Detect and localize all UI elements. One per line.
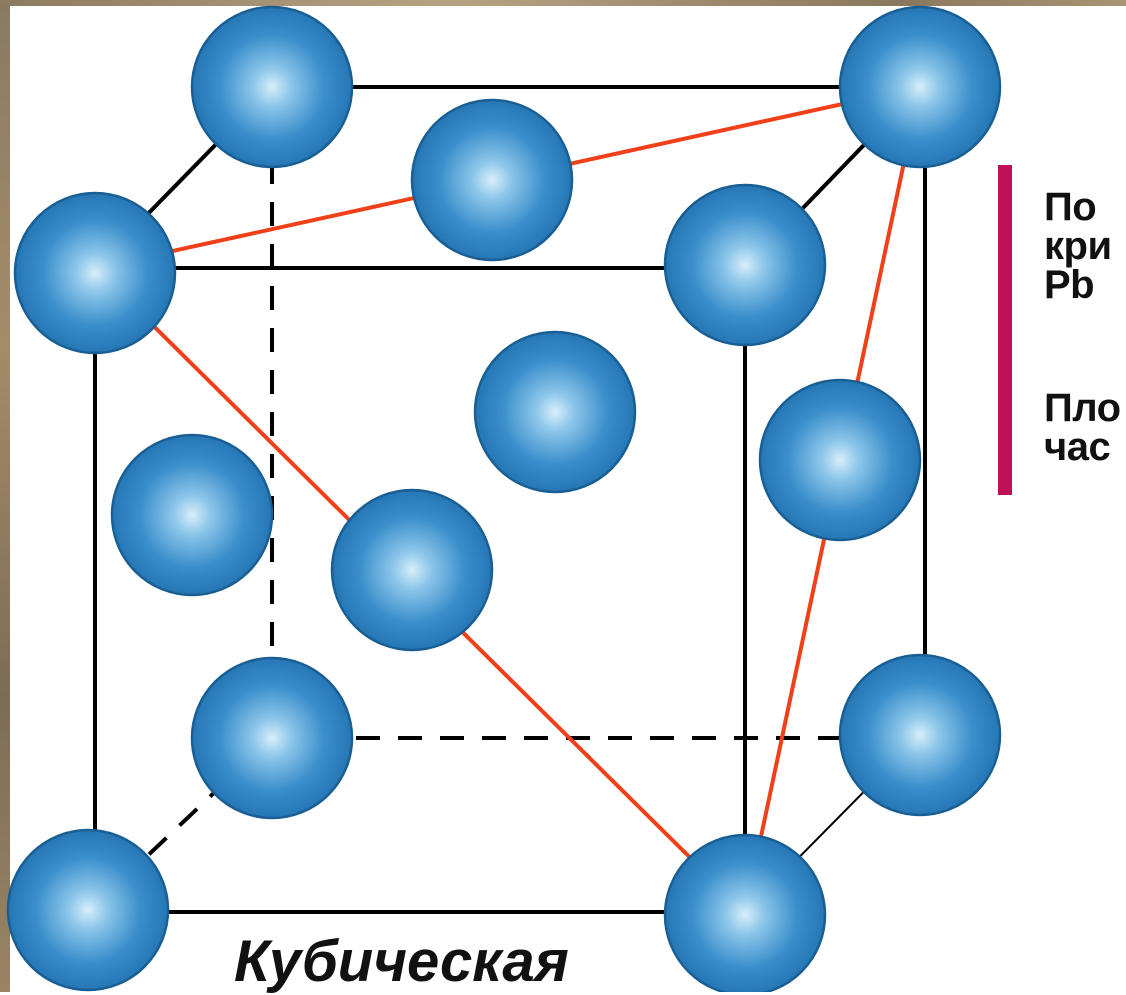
diagram-caption: Кубическая — [234, 929, 569, 994]
atom-corner-front-bottom-right — [663, 833, 827, 992]
atom-face-front-center — [330, 488, 494, 652]
atom-corner-back-top-left — [190, 5, 354, 169]
atom-face-back-center — [473, 330, 637, 494]
atoms — [6, 5, 1002, 992]
atom-corner-front-top-left — [13, 191, 177, 355]
cube-solid-edges — [88, 85, 927, 914]
background-strip-top — [0, 0, 1126, 6]
atom-corner-front-top-right — [663, 183, 827, 347]
atom-corner-back-top-right — [838, 5, 1002, 169]
side-text-block-2: Пло час — [1044, 386, 1121, 469]
side-text-block-1: По кри Pb — [1044, 185, 1112, 307]
atom-corner-back-bottom-left — [190, 656, 354, 820]
atom-face-left-center — [110, 433, 274, 597]
atom-corner-front-bottom-left — [6, 828, 170, 992]
atom-face-right-center — [758, 378, 922, 542]
accent-bar — [998, 165, 1012, 495]
background-strip-left — [0, 0, 10, 992]
atom-face-top-center — [410, 98, 574, 262]
atom-corner-back-bottom-right — [838, 653, 1002, 817]
